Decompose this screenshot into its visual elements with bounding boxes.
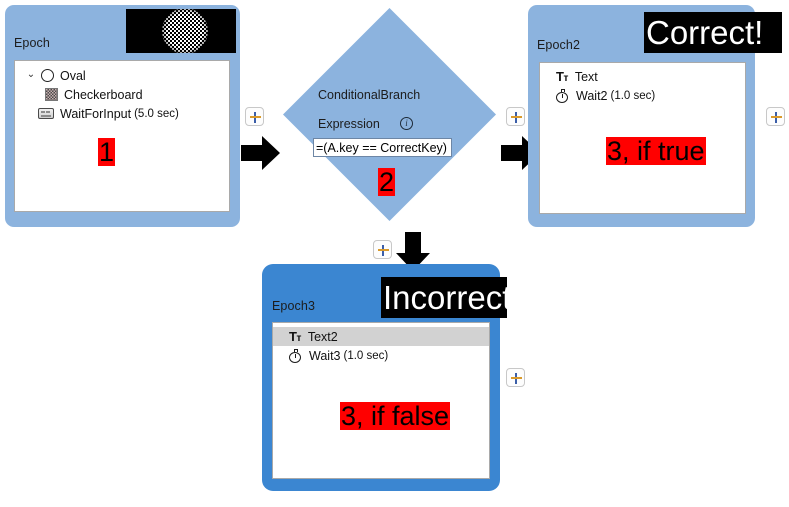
plus-icon-horizontal (377, 249, 389, 251)
epoch1-stimulus-preview (126, 9, 236, 53)
component-label: Text (574, 69, 598, 84)
add-after-epoch1-button[interactable] (245, 107, 264, 126)
expander-icon[interactable]: ⌄ (26, 68, 36, 80)
plus-icon-horizontal (510, 116, 522, 118)
component-row-text[interactable]: Tт Text (540, 67, 745, 86)
component-label: WaitForInput (60, 106, 132, 121)
add-after-conditional-button[interactable] (506, 107, 525, 126)
annotation-step-3-false: 3, if false (340, 401, 451, 431)
annotation-step-3-true: 3, if true (606, 136, 706, 166)
conditional-branch-title: ConditionalBranch (318, 88, 421, 102)
checkerboard-circle-icon (162, 9, 208, 53)
plus-icon-horizontal (249, 116, 261, 118)
component-label: Text2 (307, 329, 338, 344)
component-row-wait2[interactable]: Wait2 (1.0 sec) (540, 86, 745, 105)
stopwatch-icon (556, 88, 569, 103)
oval-icon (41, 69, 54, 82)
add-below-conditional-button[interactable] (373, 240, 392, 259)
expression-input[interactable]: =(A.key == CorrectKey) (313, 138, 452, 157)
info-icon[interactable]: i (400, 117, 413, 130)
component-row-wait3[interactable]: Wait3 (1.0 sec) (273, 346, 489, 365)
component-label: Checkerboard (64, 87, 143, 102)
flow-arrow-conditional-to-epoch3 (396, 232, 430, 272)
epoch3-title: Epoch3 (272, 299, 315, 313)
component-row-text2[interactable]: Tт Text2 (273, 327, 489, 346)
component-row-checkerboard[interactable]: Checkerboard (15, 85, 229, 104)
expression-label: Expression (318, 117, 380, 131)
component-row-oval[interactable]: ⌄ Oval (15, 66, 229, 85)
plus-icon-horizontal (770, 116, 782, 118)
text-icon: Tт (556, 68, 568, 84)
epoch3-stimulus-preview: Incorrect (381, 277, 507, 318)
epoch2-title: Epoch2 (537, 38, 580, 52)
epoch1-component-list[interactable]: ⌄ Oval Checkerboard WaitForInput (5.0 se… (14, 60, 230, 212)
component-label: Wait3 (309, 348, 341, 363)
stopwatch-icon (289, 348, 302, 363)
plus-icon-horizontal (510, 377, 522, 379)
component-row-waitforinput[interactable]: WaitForInput (5.0 sec) (15, 104, 229, 123)
checkerboard-icon (45, 88, 58, 101)
epoch3-component-list[interactable]: Tт Text2 Wait3 (1.0 sec) 3, if false (272, 322, 490, 479)
component-label: Oval (60, 68, 86, 83)
add-after-epoch2-button[interactable] (766, 107, 785, 126)
add-after-epoch3-button[interactable] (506, 368, 525, 387)
component-duration: (1.0 sec) (343, 349, 389, 362)
component-duration: (5.0 sec) (134, 107, 179, 120)
text-icon: Tт (289, 328, 301, 344)
component-label: Wait2 (576, 88, 608, 103)
component-duration: (1.0 sec) (610, 89, 656, 102)
keyboard-icon (38, 108, 54, 119)
epoch2-component-list[interactable]: Tт Text Wait2 (1.0 sec) 3, if true (539, 62, 746, 214)
annotation-step-1: 1 (98, 137, 116, 167)
annotation-step-2: 2 (378, 167, 396, 197)
epoch2-stimulus-preview: Correct! (644, 12, 782, 53)
epoch1-title: Epoch (14, 36, 50, 50)
flow-arrow-epoch1-to-conditional (241, 136, 281, 170)
